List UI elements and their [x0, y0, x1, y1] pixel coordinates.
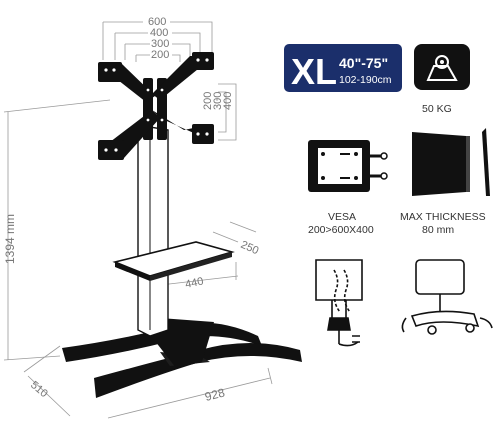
- dim-height-200: 200: [202, 92, 214, 110]
- thickness-value: 80 mm: [422, 224, 454, 236]
- cable-management-icon: [315, 259, 363, 347]
- vesa-value: 200>600X400: [308, 224, 374, 236]
- dim-width-300: 300: [151, 38, 169, 50]
- vesa-title: VESA: [328, 211, 356, 223]
- tv-thickness-icon: [412, 128, 490, 196]
- dim-base-width: 928: [203, 385, 226, 404]
- weight-label: 50 KG: [422, 103, 452, 115]
- dim-total-height: 1394 mm: [3, 214, 17, 264]
- dim-width-400: 400: [150, 27, 168, 39]
- badge-range-cm: 102-190cm: [339, 74, 392, 86]
- badge-size: XL: [291, 51, 337, 92]
- thickness-title: MAX THICKNESS: [400, 211, 486, 223]
- dim-shelf-depth: 250: [239, 239, 261, 257]
- dim-base-depth: 510: [28, 379, 50, 400]
- dim-width-200: 200: [151, 49, 169, 61]
- screw-icon: [366, 152, 388, 180]
- tv-stand-illustration: [62, 52, 302, 398]
- caster-wheels-icon: [401, 259, 493, 335]
- badge-range: 40"-75": [339, 55, 388, 71]
- dim-shelf-width: 440: [184, 275, 204, 291]
- dimension-lines: [3, 21, 273, 419]
- weight-icon: [414, 44, 470, 90]
- size-badge: XL 40"-75" 102-190cm: [284, 44, 402, 92]
- vesa-plate-icon: [308, 140, 388, 192]
- dim-width-600: 600: [148, 16, 166, 28]
- dim-height-300: 300: [212, 92, 224, 110]
- dim-height-400: 400: [222, 92, 234, 110]
